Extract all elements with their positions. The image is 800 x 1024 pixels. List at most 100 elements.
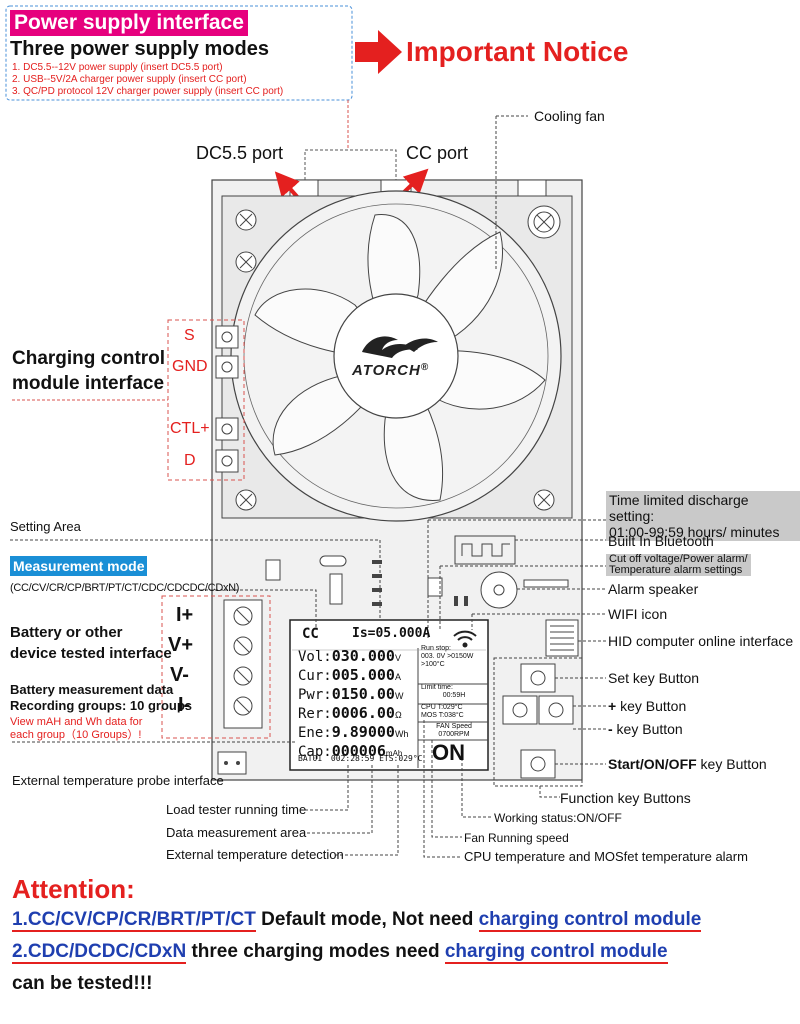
view-data-label-2: each group（10 Groups）! <box>10 729 142 741</box>
data-record-label-1: Battery measurement data <box>10 682 174 697</box>
minus-key-symbol: - <box>608 721 613 737</box>
lcd-footer-time: 002:28:59 <box>330 754 375 763</box>
attention-l1-text: Default mode, Not need <box>255 909 479 930</box>
terminal-i-plus: I+ <box>176 604 194 626</box>
fan-hub <box>333 293 459 419</box>
terminal-v-plus: V+ <box>168 634 194 656</box>
pin-s: S <box>184 327 195 344</box>
function-keys-label: Function key Buttons <box>560 790 691 806</box>
lcd-rows: Vol:030.000V Cur:005.000A Pwr:0150.00W R… <box>298 647 420 761</box>
lcd-ene-unit: Wh <box>394 729 409 739</box>
pin-d: D <box>184 452 196 469</box>
run-time-label: Load tester running time <box>166 802 307 817</box>
ext-probe-label: External temperature probe interface <box>12 773 224 788</box>
terminal-v-minus: V- <box>170 664 189 686</box>
plus-key-label: + key Button <box>608 698 686 714</box>
lcd-status: ON <box>432 740 465 765</box>
lcd-mos-temp: MOS T:038°C <box>421 712 464 719</box>
atorch-brand: ATORCH <box>352 362 421 379</box>
pin-gnd: GND <box>172 358 208 375</box>
pin-ctl: CTL+ <box>170 420 210 437</box>
start-key-label: Start/ON/OFF key Button <box>608 756 767 772</box>
header-mode-3: 3. QC/PD protocol 12V charger power supp… <box>12 86 284 97</box>
attention-title: Attention: <box>12 874 135 904</box>
keys-dashed-box <box>493 657 583 787</box>
start-key-rest: key Button <box>696 756 767 772</box>
plus-key-text: key Button <box>616 698 687 714</box>
start-key-bold: Start/ON/OFF <box>608 756 697 772</box>
header-mode-2: 2. USB--5V/2A charger power supply (inse… <box>12 74 247 85</box>
alarm-speaker-label: Alarm speaker <box>608 581 699 597</box>
lcd-cap-value: 000006 <box>331 742 386 760</box>
measurement-modes: (CC/CV/CR/CP/BRT/PT/CT/CDC/CDCDC/CDxN) <box>10 582 240 594</box>
lcd-cur-unit: A <box>394 672 401 682</box>
lcd-row-ene: Ene:9.89000Wh <box>298 723 420 742</box>
lcd-fan-rpm: 0700RPM <box>438 731 470 738</box>
fan-speed-label: Fan Running speed <box>464 831 569 845</box>
data-record-label-2: Recording groups: 10 groups <box>10 698 193 713</box>
fan-tab <box>517 179 547 199</box>
cpu-alarm-label: CPU temperature and MOSfet temperature a… <box>464 849 748 864</box>
attention-line-1: 1.CC/CV/CP/CR/BRT/PT/CT Default mode, No… <box>12 908 702 932</box>
lcd-vol-unit: V <box>394 653 401 663</box>
lcd-screen <box>289 619 489 771</box>
cc-port-label: CC port <box>406 143 469 163</box>
set-key-label: Set key Button <box>608 670 700 686</box>
lcd-ene-name: Ene: <box>298 725 332 741</box>
lcd-ene-value: 9.89000 <box>331 723 395 741</box>
atorch-reg: ® <box>420 362 430 373</box>
attention-line-3: can be tested!!! <box>12 973 153 994</box>
lcd-pwr-unit: W <box>394 691 404 701</box>
header-title: Power supply interface <box>10 10 248 36</box>
lcd-vol-value: 030.000 <box>331 647 395 665</box>
lcd-row-cap: Cap:000006mAh <box>298 742 420 761</box>
terminal-i-minus: I- <box>178 694 191 716</box>
lcd-row-pwr: Pwr:0150.00W <box>298 685 420 704</box>
cutoff-line-2: Temperature alarm settings <box>609 564 743 576</box>
atorch-logo: ATORCH® <box>352 362 429 379</box>
header-dashed-box <box>5 5 353 101</box>
lcd-limit-time: Limit time: <box>421 684 453 691</box>
minus-key-label: - key Button <box>608 721 683 737</box>
temp-probe-port <box>217 751 247 775</box>
cooling-fan-label: Cooling fan <box>534 108 605 124</box>
key-buttons <box>502 663 574 779</box>
measurement-mode-badge: Measurement mode <box>10 556 148 576</box>
lcd-rer-value: 0006.00 <box>331 704 395 722</box>
attention-l2-text: three charging modes need <box>186 941 445 962</box>
notice-arrow <box>355 30 402 74</box>
working-status-label: Working status:ON/OFF <box>494 811 622 825</box>
lcd-cap-unit: mAh <box>385 749 403 758</box>
lcd-footer-bat: BAT01 <box>298 754 323 763</box>
lcd-run-stop: Run stop: <box>421 645 451 652</box>
lcd-limit-val: 00:59H <box>442 692 466 699</box>
lcd-right-panel: Run stop: 003. 0V >0150W >100°C Limit ti… <box>421 645 487 739</box>
lcd-setting: Is=05.000A <box>352 626 431 641</box>
attention-l1-modes: 1.CC/CV/CP/CR/BRT/PT/CT <box>12 909 256 932</box>
lcd-row-cur: Cur:005.000A <box>298 666 420 685</box>
data-area-label: Data measurement area <box>166 825 307 840</box>
attention-l2-module: charging control module <box>444 941 668 964</box>
header-subtitle: Three power supply modes <box>10 38 269 60</box>
hid-label: HID computer online interface <box>608 633 794 649</box>
lcd-cur-value: 005.000 <box>331 666 395 684</box>
lcd-cur-name: Cur: <box>298 668 332 684</box>
port-bracket <box>304 149 397 180</box>
lcd-cap-name: Cap: <box>298 744 332 760</box>
lcd-vol-name: Vol: <box>298 649 332 665</box>
lcd-rer-unit: Ω <box>394 710 402 720</box>
wifi-label: WIFI icon <box>608 606 668 622</box>
time-limited-line-2: 01:00-99:59 hours/ minutes <box>609 524 780 540</box>
atorch-logo-flame <box>362 336 438 358</box>
dc-port-label: DC5.5 port <box>196 143 284 163</box>
bluetooth-label: Built In Bluetooth <box>608 533 714 549</box>
lcd-fan-speed: FAN Speed <box>436 723 472 730</box>
lcd-row-vol: Vol:030.000V <box>298 647 420 666</box>
lcd-wifi-icon <box>453 630 477 641</box>
terminal-dashed-box <box>161 595 271 739</box>
lcd-cpu-temp: CPU T:029°C <box>421 704 463 711</box>
header-mode-1: 1. DC5.5--12V power supply (insert DC5.5… <box>12 62 223 73</box>
alarm-speaker <box>480 571 518 609</box>
attention-l1-module: charging control module <box>478 909 702 932</box>
important-notice: Important Notice <box>406 36 629 67</box>
